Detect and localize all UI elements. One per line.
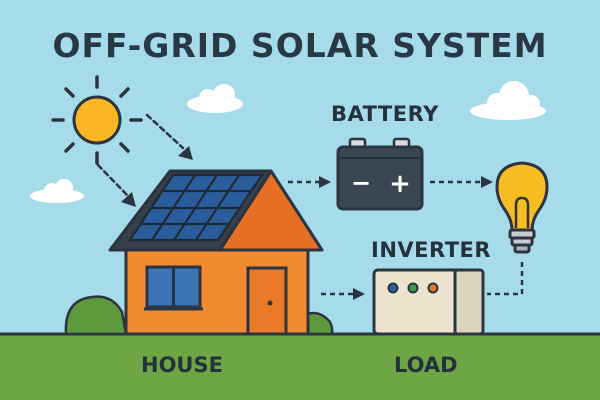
battery-plus-sign: + [389, 169, 411, 199]
cloud-icon [30, 179, 84, 203]
inverter-label: INVERTER [371, 238, 492, 262]
load-label: LOAD [394, 353, 458, 377]
solar-panel-icon [127, 173, 265, 242]
window [144, 265, 203, 311]
door [246, 266, 288, 336]
bush-icon [64, 295, 128, 336]
arrow-head [121, 146, 193, 207]
house-to-inverter-arrow [321, 288, 365, 300]
battery-minus-sign: − [351, 169, 371, 197]
inverter-indicator-blue [387, 282, 399, 294]
battery-icon: − + [336, 137, 424, 211]
sunlight-arrow [96, 113, 185, 198]
battery-label: BATTERY [331, 102, 439, 126]
inverter-indicator-orange [427, 282, 439, 294]
cloud-icon [470, 81, 546, 120]
inverter-icon [372, 268, 485, 336]
house-to-battery-arrow [288, 176, 331, 188]
cloud-icon [187, 84, 243, 113]
diagram-title: OFF-GRID SOLAR SYSTEM [52, 26, 548, 65]
inverter-to-bulb-connector [487, 262, 524, 296]
sun-icon [51, 75, 143, 165]
ground [0, 334, 600, 400]
bush-icon [303, 311, 334, 336]
battery-to-bulb-arrow [430, 176, 493, 188]
house-label: HOUSE [141, 353, 223, 377]
inverter-indicator-green [407, 282, 419, 294]
light-bulb-icon [495, 161, 549, 254]
